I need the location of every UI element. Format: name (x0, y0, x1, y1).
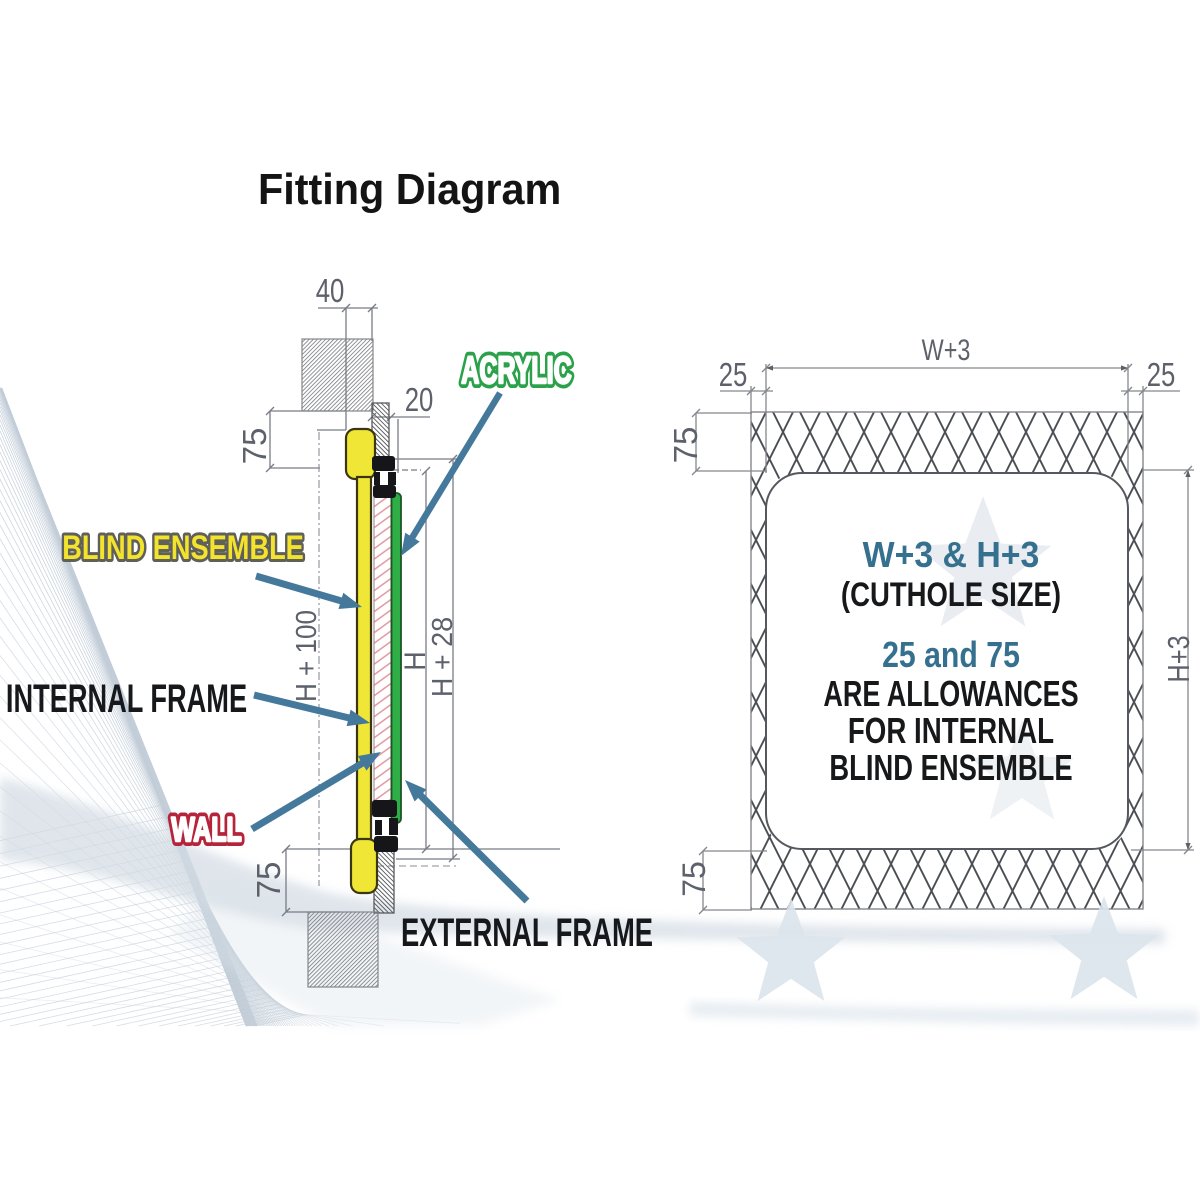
svg-text:EXTERNAL FRAME: EXTERNAL FRAME (401, 911, 653, 955)
svg-text:ACRYLIC: ACRYLIC (461, 349, 572, 391)
svg-text:WALL: WALL (171, 811, 241, 849)
svg-text:20: 20 (405, 382, 434, 419)
svg-text:INTERNAL FRAME: INTERNAL FRAME (6, 677, 247, 721)
svg-text:H + 28: H + 28 (426, 617, 458, 697)
svg-text:BLIND ENSEMBLE: BLIND ENSEMBLE (62, 528, 304, 567)
svg-text:75: 75 (250, 862, 287, 899)
svg-text:FOR INTERNAL: FOR INTERNAL (848, 711, 1054, 751)
svg-text:25: 25 (1147, 357, 1176, 394)
svg-text:Fitting Diagram: Fitting Diagram (258, 165, 561, 214)
svg-text:H: H (399, 651, 433, 670)
svg-text:BLIND ENSEMBLE: BLIND ENSEMBLE (829, 747, 1072, 788)
svg-text:H+3: H+3 (1162, 635, 1197, 682)
svg-text:H + 100: H + 100 (290, 610, 323, 702)
svg-text:40: 40 (316, 273, 345, 310)
svg-text:75: 75 (676, 861, 712, 897)
svg-text:(CUTHOLE SIZE): (CUTHOLE SIZE) (841, 575, 1061, 613)
svg-text:WALL: WALL (171, 811, 241, 849)
svg-text:25: 25 (719, 357, 748, 394)
svg-text:W+3: W+3 (922, 333, 971, 366)
svg-text:75: 75 (667, 427, 704, 464)
svg-text:25 and 75: 25 and 75 (882, 636, 1020, 676)
svg-text:BLIND ENSEMBLE: BLIND ENSEMBLE (62, 528, 304, 567)
svg-text:W+3 & H+3: W+3 & H+3 (863, 535, 1040, 575)
svg-text:ACRYLIC: ACRYLIC (461, 349, 572, 391)
svg-text:ARE ALLOWANCES: ARE ALLOWANCES (823, 673, 1078, 714)
svg-text:75: 75 (236, 428, 273, 465)
svg-text:WALL: WALL (171, 811, 241, 849)
svg-text:ACRYLIC: ACRYLIC (461, 349, 572, 391)
